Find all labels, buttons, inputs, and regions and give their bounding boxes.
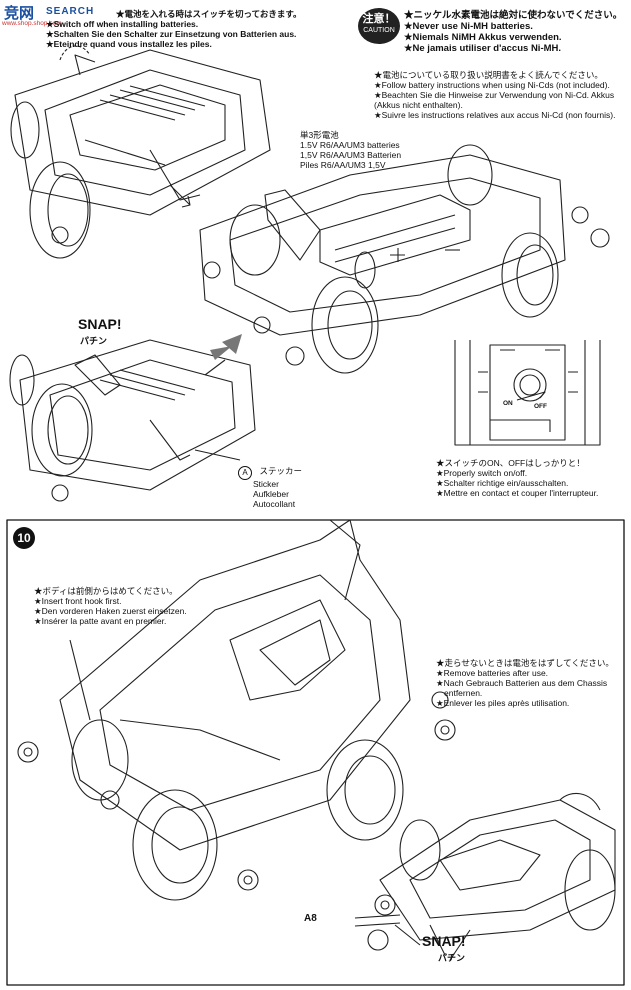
- remove-line: ★Remove batteries after use.: [436, 668, 549, 678]
- nicd-line: ★Follow battery instructions when using …: [374, 80, 610, 90]
- snap-label: SNAP!: [422, 933, 466, 949]
- caution-line: ★Ne jamais utiliser d'accus Ni-MH.: [404, 43, 562, 54]
- battery-line: Piles R6/AA/UM3 1,5V: [300, 160, 386, 170]
- snap-label-jp: パチン: [80, 336, 108, 346]
- caution-badge: 注意！ CAUTION: [358, 8, 402, 48]
- hook-line: ★ボディは前側からはめてください。: [34, 586, 178, 596]
- caution-text: ★ニッケル水素電池は絶対に使わないでください。 ★Never use Ni-MH…: [404, 10, 626, 54]
- remove-line: ★Nach Gebrauch Batterien aus dem Chassis: [436, 678, 608, 688]
- caution-line: ★ニッケル水素電池は絶対に使わないでください。: [404, 10, 623, 21]
- sticker-line: Aufkleber: [253, 489, 289, 499]
- battery-label: 単3形電池 1.5V R6/AA/UM3 batteries 1,5V R6/A…: [300, 130, 440, 170]
- caution-line: ★Never use Ni-MH batteries.: [404, 21, 533, 32]
- battery-line: 1,5V R6/AA/UM3 Batterien: [300, 150, 402, 160]
- watermark-search: SEARCH: [46, 6, 95, 17]
- nicd-instructions: ★電池についている取り扱い説明書をよく読んでください。 ★Follow batt…: [374, 70, 629, 120]
- sticker-line: ステッカー: [259, 466, 302, 476]
- sticker-line: Autocollant: [253, 499, 296, 509]
- sticker-letter: A: [238, 466, 252, 480]
- chassis-batteries-drawing: [199, 144, 610, 374]
- watermark-brand: 竞网: [4, 5, 35, 22]
- snap-label: SNAP!: [78, 316, 122, 332]
- sticker-label: A ステッカー: [238, 466, 302, 484]
- battery-line: 1.5V R6/AA/UM3 batteries: [300, 140, 400, 150]
- car-body-drawing: [17, 519, 456, 901]
- caution-line: ★Niemals NiMH Akkus verwenden.: [404, 32, 562, 43]
- switch-on-label: ON: [503, 400, 513, 407]
- instr-line: ★電池を入れる時はスイッチを切っておきます。: [116, 9, 302, 19]
- remove-line: ★走らせないときは電池をはずしてください。: [436, 658, 614, 668]
- sticker-translations: Sticker Aufkleber Autocollant: [253, 479, 295, 509]
- switch-line: ★Properly switch on/off.: [436, 468, 528, 478]
- sticker-line: Sticker: [253, 479, 279, 489]
- chassis-switch-snap-drawing: [9, 339, 256, 502]
- switch-line: ★Schalter richtige ein/ausschalten.: [436, 478, 569, 488]
- hook-line: ★Den vorderen Haken zuerst einsetzen.: [34, 606, 187, 616]
- remove-line: ★Enlever les piles après utilisation.: [436, 698, 570, 708]
- switch-off-label: OFF: [534, 403, 547, 410]
- switch-line: ★Mettre en contact et couper l'interrupt…: [436, 488, 599, 498]
- nicd-line: ★電池についている取り扱い説明書をよく読んでください。: [374, 70, 603, 80]
- nicd-line: (Akkus nicht enthalten).: [374, 100, 463, 110]
- nicd-line: ★Suivre les instructions relatives aux a…: [374, 110, 616, 120]
- battery-removal-drawing: [354, 792, 616, 961]
- switch-instructions: ★スイッチのON、OFFはしっかりと！ ★Properly switch on/…: [436, 458, 631, 498]
- nicd-line: ★Beachten Sie die Hinweise zur Verwendun…: [374, 90, 615, 100]
- front-hook-instructions: ★ボディは前側からはめてください。 ★Insert front hook fir…: [34, 586, 209, 626]
- instr-line: ★Eteindre quand vous installez les piles…: [46, 39, 212, 49]
- part-label-a8: A8: [304, 913, 317, 924]
- battery-line: 単3形電池: [300, 130, 339, 140]
- switch-off-instructions: ★電池を入れる時はスイッチを切っておきます。 ★Switch off when …: [46, 9, 346, 49]
- caution-jp: 注意！: [362, 13, 396, 25]
- arrow-insert: [222, 334, 242, 354]
- chassis-switch-off-drawing: [10, 45, 271, 259]
- watermark-url: www.shop.shop.com: [2, 20, 62, 27]
- hook-line: ★Insérer la patte avant en premier.: [34, 616, 167, 626]
- switch-closeup-drawing: [454, 340, 601, 446]
- snap-label-jp: パチン: [438, 953, 466, 963]
- remove-line: entfernen.: [444, 688, 483, 698]
- instr-line: ★Schalten Sie den Schalter zur Einsetzun…: [46, 29, 297, 39]
- switch-line: ★スイッチのON、OFFはしっかりと！: [436, 458, 585, 468]
- caution-en: CAUTION: [363, 27, 395, 34]
- instr-line: ★Switch off when installing batteries.: [46, 19, 199, 29]
- remove-batteries-instructions: ★走らせないときは電池をはずしてください。 ★Remove batteries …: [436, 658, 626, 708]
- hook-line: ★Insert front hook first.: [34, 596, 122, 606]
- step-number: 10: [13, 527, 35, 549]
